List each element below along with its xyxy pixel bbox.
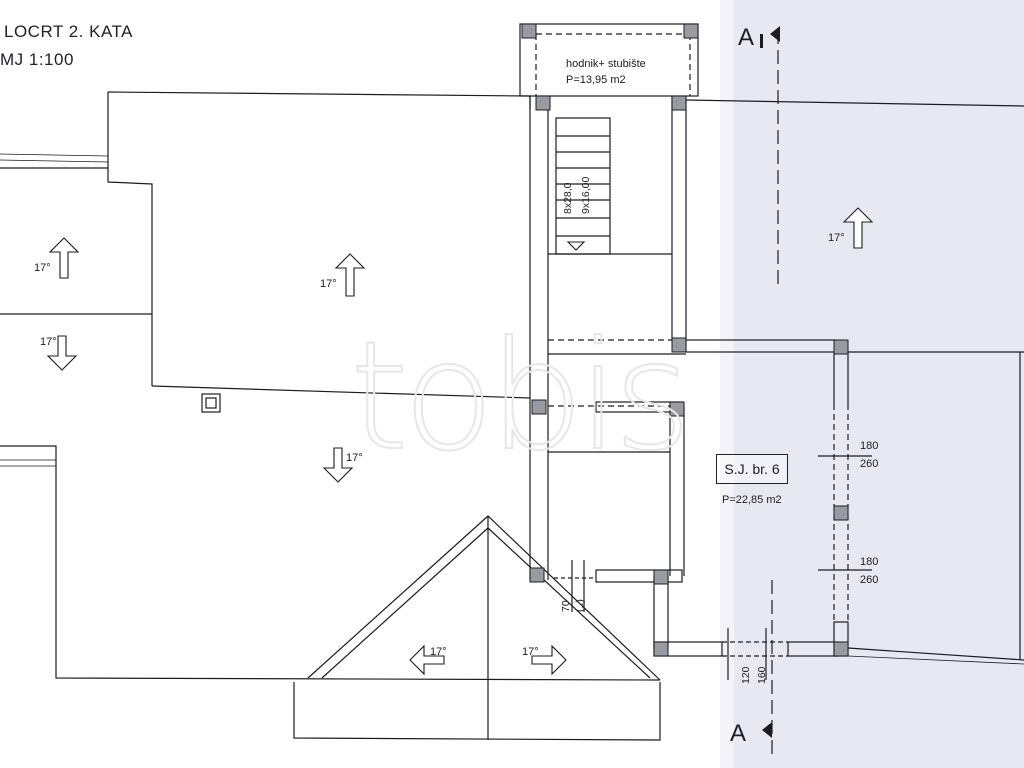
unit-area: P=22,85 m2 [722, 494, 782, 506]
plan-title: LOCRT 2. KATA [4, 22, 134, 41]
door-bottom-height: 160 [756, 666, 768, 684]
door-small-height: (..) [574, 599, 586, 612]
window-bottom-height: 260 [860, 574, 879, 586]
plan-scale: MJ 1:100 [0, 50, 74, 69]
door-small-width: 70 [560, 600, 572, 612]
section-marker-top: A [738, 24, 755, 51]
stairs-steps-b: 9x16,00 [580, 176, 592, 214]
corridor-name: hodnik+ stubište [566, 58, 646, 70]
slope-label: 17° [34, 262, 51, 274]
watermark: tobis [349, 309, 693, 485]
slope-label: 17° [430, 646, 447, 658]
slope-label: 17° [522, 646, 539, 658]
window-top-width: 180 [860, 440, 879, 452]
window-bottom-width: 180 [860, 556, 879, 568]
section-marker-bottom: A [730, 720, 747, 747]
unit-label: S.J. br. 6 [716, 454, 788, 484]
window-top-height: 260 [860, 458, 879, 470]
slope-label: 17° [828, 232, 845, 244]
corridor-area: P=13,95 m2 [566, 74, 626, 86]
stairs-steps-a: 8x28,0 [562, 182, 574, 214]
slope-label: 17° [320, 278, 337, 290]
slope-label: 17° [40, 336, 57, 348]
door-bottom-width: 120 [740, 666, 752, 684]
slope-label: 17° [346, 452, 363, 464]
